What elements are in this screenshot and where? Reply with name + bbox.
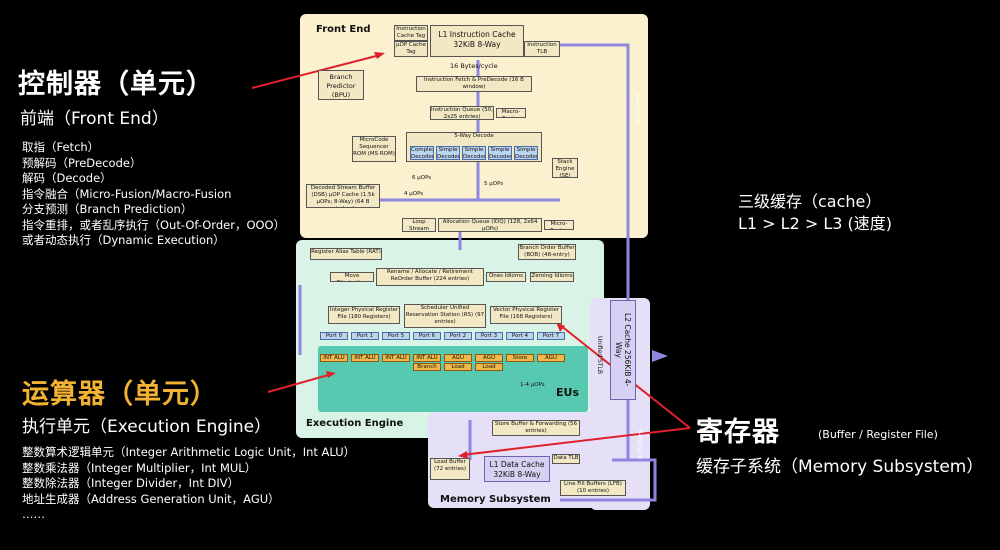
unified-stlb-label: Unified STLB (596, 336, 603, 374)
eu-box: Branch (413, 363, 441, 371)
cache-subtitle: L1 > L2 > L3 (速度) (738, 214, 893, 233)
bandwidth-bottom-label: 64B/cycle (636, 430, 643, 460)
simple-decoder-1-box: Simple Decoder (436, 146, 460, 160)
controller-list-item: 解码（Decode） (22, 171, 112, 185)
simple-decoder-2-box: Simple Decoder (462, 146, 486, 160)
controller-title: 控制器（单元） (18, 69, 214, 100)
l1-icache-box: L1 Instruction Cache 32KiB 8-Way (430, 25, 524, 57)
controller-list-item: 取指（Fetch） (22, 140, 100, 154)
memory-subsystem-title: Memory Subsystem (440, 494, 551, 505)
move-elimination-box: Move Elimination (330, 272, 374, 282)
zeroing-idioms-box: Zeroing Idioms (530, 272, 574, 282)
controller-list-item: 指令重排，或者乱序执行（Out-Of-Order，OOO） (22, 217, 286, 232)
iq-box: Instruction Queue (50, 2x25 entries) (430, 106, 494, 120)
front-end-title: Front End (316, 24, 371, 35)
l2-cache-box: L2 Cache 256KiB 4-Way (610, 300, 636, 400)
controller-subtitle: 前端（Front End） (20, 109, 169, 129)
alu-list-item: 整数除法器（Integer Divider，Int DIV） (22, 476, 240, 490)
port-box: Port 7 (537, 332, 565, 340)
lsd-box: Loop Stream Detector (LSD) (402, 218, 436, 232)
register-title: 寄存器 (696, 417, 780, 448)
msrom-box: MicroCode Sequencer ROM (MS ROM) (352, 136, 396, 162)
port-box: Port 4 (506, 332, 534, 340)
eu-box: AGU (475, 354, 503, 362)
alu-list: 整数算术逻辑单元（Integer Arithmetic Logic Unit，I… (22, 445, 355, 523)
uop-cache-tag-box: µOP Cache Tag (394, 41, 428, 57)
uops-5-label: 5 µOPs (484, 181, 504, 187)
icache-tag-box: Instruction Cache Tag (394, 25, 428, 41)
eu-box: INT ALU (351, 354, 379, 362)
l1-data-cache-box: L1 Data Cache 32KiB 8-Way (484, 456, 550, 482)
controller-list-item: 或者动态执行（Dynamic Execution） (22, 233, 225, 247)
muops-label: 1-4 µOPs (520, 382, 545, 388)
port-box: Port 0 (320, 332, 348, 340)
bytes-cycle-label: 16 Bytes/cycle (450, 62, 498, 70)
simple-decoder-3-box: Simple Decoder (488, 146, 512, 160)
stack-engine-box: Stack Engine (SE) (552, 158, 578, 178)
alu-title: 运算器（单元） (22, 379, 218, 410)
idq-box: Allocation Queue (IDQ) (128, 2x64 µOPs) (438, 218, 542, 232)
eu-box: INT ALU (382, 354, 410, 362)
store-buffer-box: Store Buffer & Forwarding (56 entries) (492, 420, 580, 436)
execution-engine-title: Execution Engine (306, 418, 404, 429)
port-box: Port 1 (351, 332, 379, 340)
vector-register-file-box: Vector Physical Register File (168 Regis… (490, 306, 562, 324)
eu-box: AGU (537, 354, 565, 362)
rat-box: Register Alias Table (RAT) (310, 248, 382, 260)
ones-idioms-box: Ones Idioms (486, 272, 526, 282)
fetch-box: Instruction Fetch & PreDecode (16 B wind… (416, 76, 532, 92)
port-box: Port 3 (475, 332, 503, 340)
alu-list-item: …… (22, 507, 45, 521)
alu-list-item: 整数乘法器（Integer Multiplier，Int MUL） (22, 460, 257, 475)
port-box: Port 2 (444, 332, 472, 340)
port-box: Port 6 (413, 332, 441, 340)
load-buffer-box: Load Buffer (72 entries) (430, 458, 470, 480)
int-register-file-box: Integer Physical Register File (180 Regi… (328, 306, 400, 324)
lfb-box: Line Fill Buffers (LFB) (10 entries) (560, 480, 626, 496)
data-tlb-box: Data TLB (552, 454, 580, 464)
eu-box: Store Data (506, 354, 534, 362)
dsb-box: Decoded Stream Buffer (DSB) µOP Cache (1… (306, 184, 380, 208)
eu-box: INT ALU (413, 354, 441, 362)
simple-decoder-4-box: Simple Decoder (514, 146, 538, 160)
eu-box: AGU (444, 354, 472, 362)
alu-list-item: 整数算术逻辑单元（Integer Arithmetic Logic Unit，I… (22, 445, 356, 459)
bandwidth-top-label: 64B/cycle (634, 94, 641, 124)
complex-decoder-box: Complex Decoder (410, 146, 434, 160)
uops-6-label: 6 µOPs (412, 175, 432, 181)
alu-subtitle: 执行单元（Execution Engine） (22, 417, 272, 437)
port-box: Port 5 (382, 332, 410, 340)
controller-list: 取指（Fetch）预解码（PreDecode）解码（Decode）指令融合（Mi… (22, 140, 285, 249)
controller-list-item: 分支预测（Branch Prediction） (22, 202, 193, 216)
micro-fusion-box: Micro-Fusion (544, 220, 574, 230)
register-subtitle: 缓存子系统（Memory Subsystem） (696, 457, 984, 477)
register-note: (Buffer / Register File) (818, 428, 938, 441)
cache-title: 三级缓存（cache） (738, 192, 882, 211)
bpu-box: Branch Predictor (BPU) (318, 70, 364, 100)
rob-box: Rename / Allocate / Retirement ReOrder B… (376, 268, 484, 286)
l2-cache-label: L2 Cache 256KiB 4-Way (614, 313, 632, 387)
eus-title: EUs (556, 386, 579, 399)
itlb-box: Instruction TLB (524, 41, 560, 57)
eu-box: Load Data (444, 363, 472, 371)
bob-box: Branch Order Buffer (BOB) (48-entry) (518, 244, 576, 260)
alu-list-item: 地址生成器（Address Generation Unit，AGU） (22, 491, 280, 506)
eu-box: INT ALU (320, 354, 348, 362)
controller-list-item: 预解码（PreDecode） (22, 155, 142, 170)
eu-box: Load Data (475, 363, 503, 371)
controller-list-item: 指令融合（Micro-Fusion/Macro-Fusion (22, 186, 232, 201)
uops-4-label: 4 µOPs (404, 191, 424, 197)
scheduler-box: Scheduler Unified Reservation Station (R… (404, 304, 486, 328)
macro-fusion-box: Macro-Fusion (496, 108, 526, 118)
